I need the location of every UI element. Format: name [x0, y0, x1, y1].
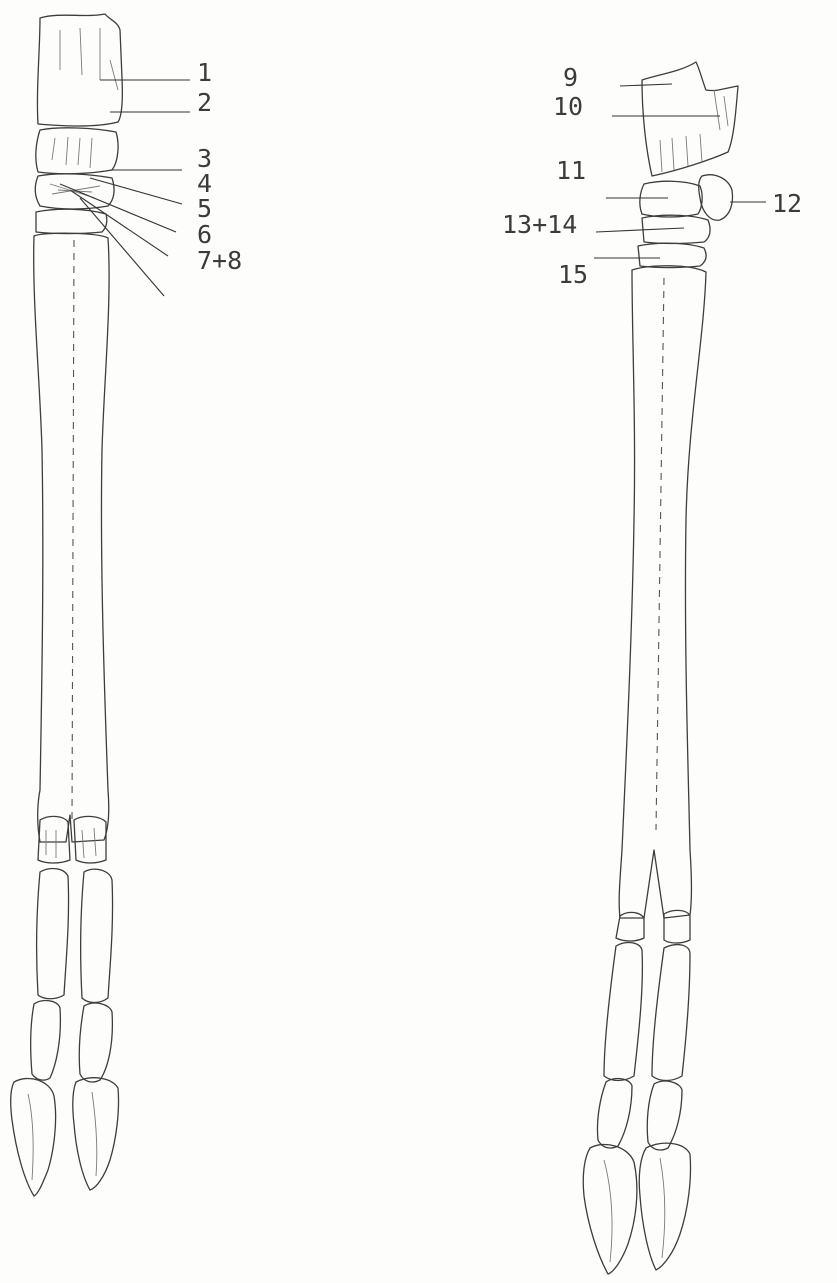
leader-5 — [60, 184, 176, 232]
left-metacarpal — [34, 233, 109, 842]
label-3: 3 — [197, 146, 212, 171]
label-4: 4 — [197, 171, 212, 196]
leader-4 — [90, 178, 182, 204]
label-2: 2 — [197, 90, 212, 115]
left-hoof-b — [73, 1078, 119, 1190]
label-5: 5 — [197, 196, 212, 221]
right-tibia — [642, 62, 738, 176]
left-phalanx-1b — [81, 869, 113, 1002]
label-1: 1 — [197, 60, 212, 85]
left-carpal-proximal — [36, 128, 118, 174]
left-phalanx-1a — [37, 869, 69, 999]
right-hoof-a — [583, 1144, 637, 1274]
label-6: 6 — [197, 222, 212, 247]
right-phalanx-1b — [652, 945, 690, 1081]
label-13-14: 13+14 — [502, 212, 577, 237]
leader-7 — [80, 198, 164, 296]
leader-13 — [596, 228, 684, 232]
right-limb-drawing — [583, 62, 738, 1274]
leader-lines — [60, 80, 766, 296]
label-15: 15 — [558, 262, 588, 287]
right-calcaneus — [699, 175, 733, 220]
left-limb-drawing — [11, 14, 123, 1196]
right-phalanx-1a — [604, 943, 642, 1081]
label-11: 11 — [556, 158, 586, 183]
leader-9 — [620, 84, 672, 86]
right-metatarsal — [619, 266, 706, 918]
label-12: 12 — [772, 191, 802, 216]
label-7-8: 7+8 — [197, 248, 242, 273]
label-10: 10 — [553, 94, 583, 119]
label-9: 9 — [563, 65, 578, 90]
